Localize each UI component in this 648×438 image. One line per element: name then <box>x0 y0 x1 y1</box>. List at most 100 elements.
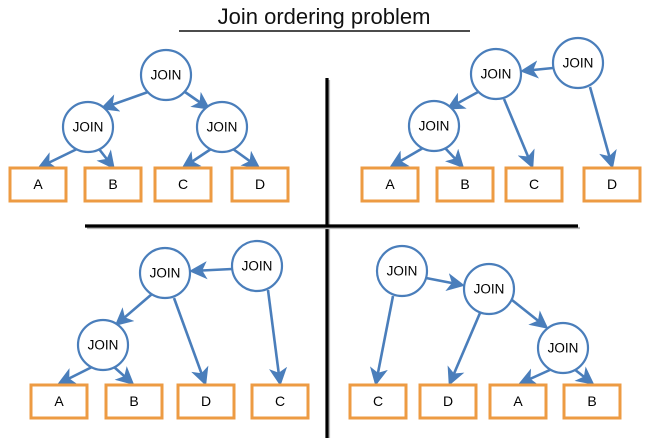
edge-tr-low-to-tr-b <box>444 147 465 169</box>
relation-box-label: C <box>178 176 188 192</box>
join-node-bl-low[interactable]: JOIN <box>76 318 130 372</box>
join-node-label: JOIN <box>419 119 450 134</box>
join-node-label: JOIN <box>151 68 182 83</box>
relation-box-label: D <box>201 393 211 409</box>
join-node-br-root[interactable]: JOIN <box>375 244 429 298</box>
relation-box-tl-a[interactable]: A <box>8 166 68 203</box>
relation-box-tl-b[interactable]: B <box>83 166 143 203</box>
relation-box-label: C <box>275 393 285 409</box>
relation-box-rect <box>230 166 290 203</box>
relation-box-rect <box>504 166 564 203</box>
join-node-label: JOIN <box>242 259 273 274</box>
join-node-circle <box>195 100 249 154</box>
relation-box-bl-a[interactable]: A <box>29 383 89 420</box>
join-node-label: JOIN <box>474 282 505 297</box>
relation-box-tl-d[interactable]: D <box>230 166 290 203</box>
join-node-tl-left[interactable]: JOIN <box>61 100 115 154</box>
join-node-tl-root[interactable]: JOIN <box>139 48 193 102</box>
relation-box-label: B <box>460 176 469 192</box>
relation-box-label: B <box>108 176 117 192</box>
join-node-circle <box>139 48 193 102</box>
join-node-circle <box>469 47 523 101</box>
edge-tr-mid-to-tr-c <box>502 98 535 169</box>
relation-box-tr-d[interactable]: D <box>582 166 642 203</box>
edge-tl-root-to-tl-left <box>100 90 149 112</box>
relation-box-rect <box>562 383 622 420</box>
join-node-tr-mid[interactable]: JOIN <box>469 47 523 101</box>
join-node-circle <box>375 244 429 298</box>
relation-box-rect <box>83 166 143 203</box>
relation-box-bl-d[interactable]: D <box>176 383 236 420</box>
quadrant-top-left: JOIN JOIN JOIN A B C D <box>8 48 290 203</box>
join-node-label: JOIN <box>207 120 238 135</box>
join-node-label: JOIN <box>73 120 104 135</box>
relation-box-rect <box>153 166 213 203</box>
relation-box-label: A <box>33 176 43 192</box>
relation-box-br-d[interactable]: D <box>418 383 478 420</box>
join-node-bl-root[interactable]: JOIN <box>230 239 284 293</box>
join-node-tr-root[interactable]: JOIN <box>551 36 605 90</box>
relation-box-br-c[interactable]: C <box>348 383 408 420</box>
relation-box-rect <box>582 166 642 203</box>
relation-box-rect <box>360 166 420 203</box>
join-node-tr-low[interactable]: JOIN <box>407 99 461 153</box>
join-node-bl-mid[interactable]: JOIN <box>138 246 192 300</box>
join-node-label: JOIN <box>548 341 579 356</box>
quadrant-top-right: JOIN JOIN JOIN A B C D <box>360 36 642 203</box>
relation-box-rect <box>418 383 478 420</box>
edge-br-root-to-br-mid <box>425 273 465 292</box>
relation-box-tr-a[interactable]: A <box>360 166 420 203</box>
join-node-label: JOIN <box>150 266 181 281</box>
relation-box-rect <box>8 166 68 203</box>
relation-box-label: D <box>255 176 265 192</box>
join-node-circle <box>61 100 115 154</box>
relation-box-label: B <box>587 393 596 409</box>
relation-box-rect <box>435 166 495 203</box>
relation-box-rect <box>176 383 236 420</box>
join-node-label: JOIN <box>88 338 119 353</box>
relation-box-br-b[interactable]: B <box>562 383 622 420</box>
join-node-label: JOIN <box>387 264 418 279</box>
join-node-circle <box>462 262 516 316</box>
quadrant-dividers <box>85 78 580 438</box>
edge-tl-left-to-tl-a <box>37 147 78 169</box>
edge-br-low-to-br-a <box>518 367 553 386</box>
relation-box-rect <box>488 383 548 420</box>
edge-tr-root-to-tr-d <box>588 86 617 169</box>
relation-box-tr-c[interactable]: C <box>504 166 564 203</box>
edge-tl-root-to-tl-right <box>184 90 211 110</box>
relation-box-rect <box>104 383 164 420</box>
join-node-circle <box>76 318 130 372</box>
quadrant-bottom-left: JOIN JOIN JOIN A B D C <box>29 239 310 420</box>
join-node-circle <box>536 321 590 375</box>
edge-tr-low-to-tr-a <box>389 146 424 168</box>
edge-tr-root-to-tr-mid <box>519 60 554 79</box>
join-node-br-low[interactable]: JOIN <box>536 321 590 375</box>
join-node-label: JOIN <box>563 56 594 71</box>
relation-box-tr-b[interactable]: B <box>435 166 495 203</box>
join-node-circle <box>551 36 605 90</box>
relation-box-label: A <box>385 176 395 192</box>
page-title: Join ordering problem <box>218 4 431 29</box>
edge-bl-root-to-bl-c <box>266 289 288 387</box>
relation-box-tl-c[interactable]: C <box>153 166 213 203</box>
edge-bl-low-to-bl-a <box>57 365 93 385</box>
relation-box-label: A <box>54 393 64 409</box>
relation-box-br-a[interactable]: A <box>488 383 548 420</box>
join-node-circle <box>230 239 284 293</box>
join-node-circle <box>407 99 461 153</box>
relation-box-bl-b[interactable]: B <box>104 383 164 420</box>
join-node-br-mid[interactable]: JOIN <box>462 262 516 316</box>
edge-bl-root-to-bl-mid <box>188 261 233 280</box>
relation-box-label: A <box>513 393 523 409</box>
relation-box-label: C <box>529 176 539 192</box>
join-node-tl-right[interactable]: JOIN <box>195 100 249 154</box>
relation-box-bl-c[interactable]: C <box>250 383 310 420</box>
edge-br-mid-to-br-low <box>511 298 549 329</box>
join-node-label: JOIN <box>481 67 512 82</box>
edge-bl-low-to-bl-b <box>113 366 135 386</box>
edge-bl-mid-to-bl-low <box>114 293 153 326</box>
